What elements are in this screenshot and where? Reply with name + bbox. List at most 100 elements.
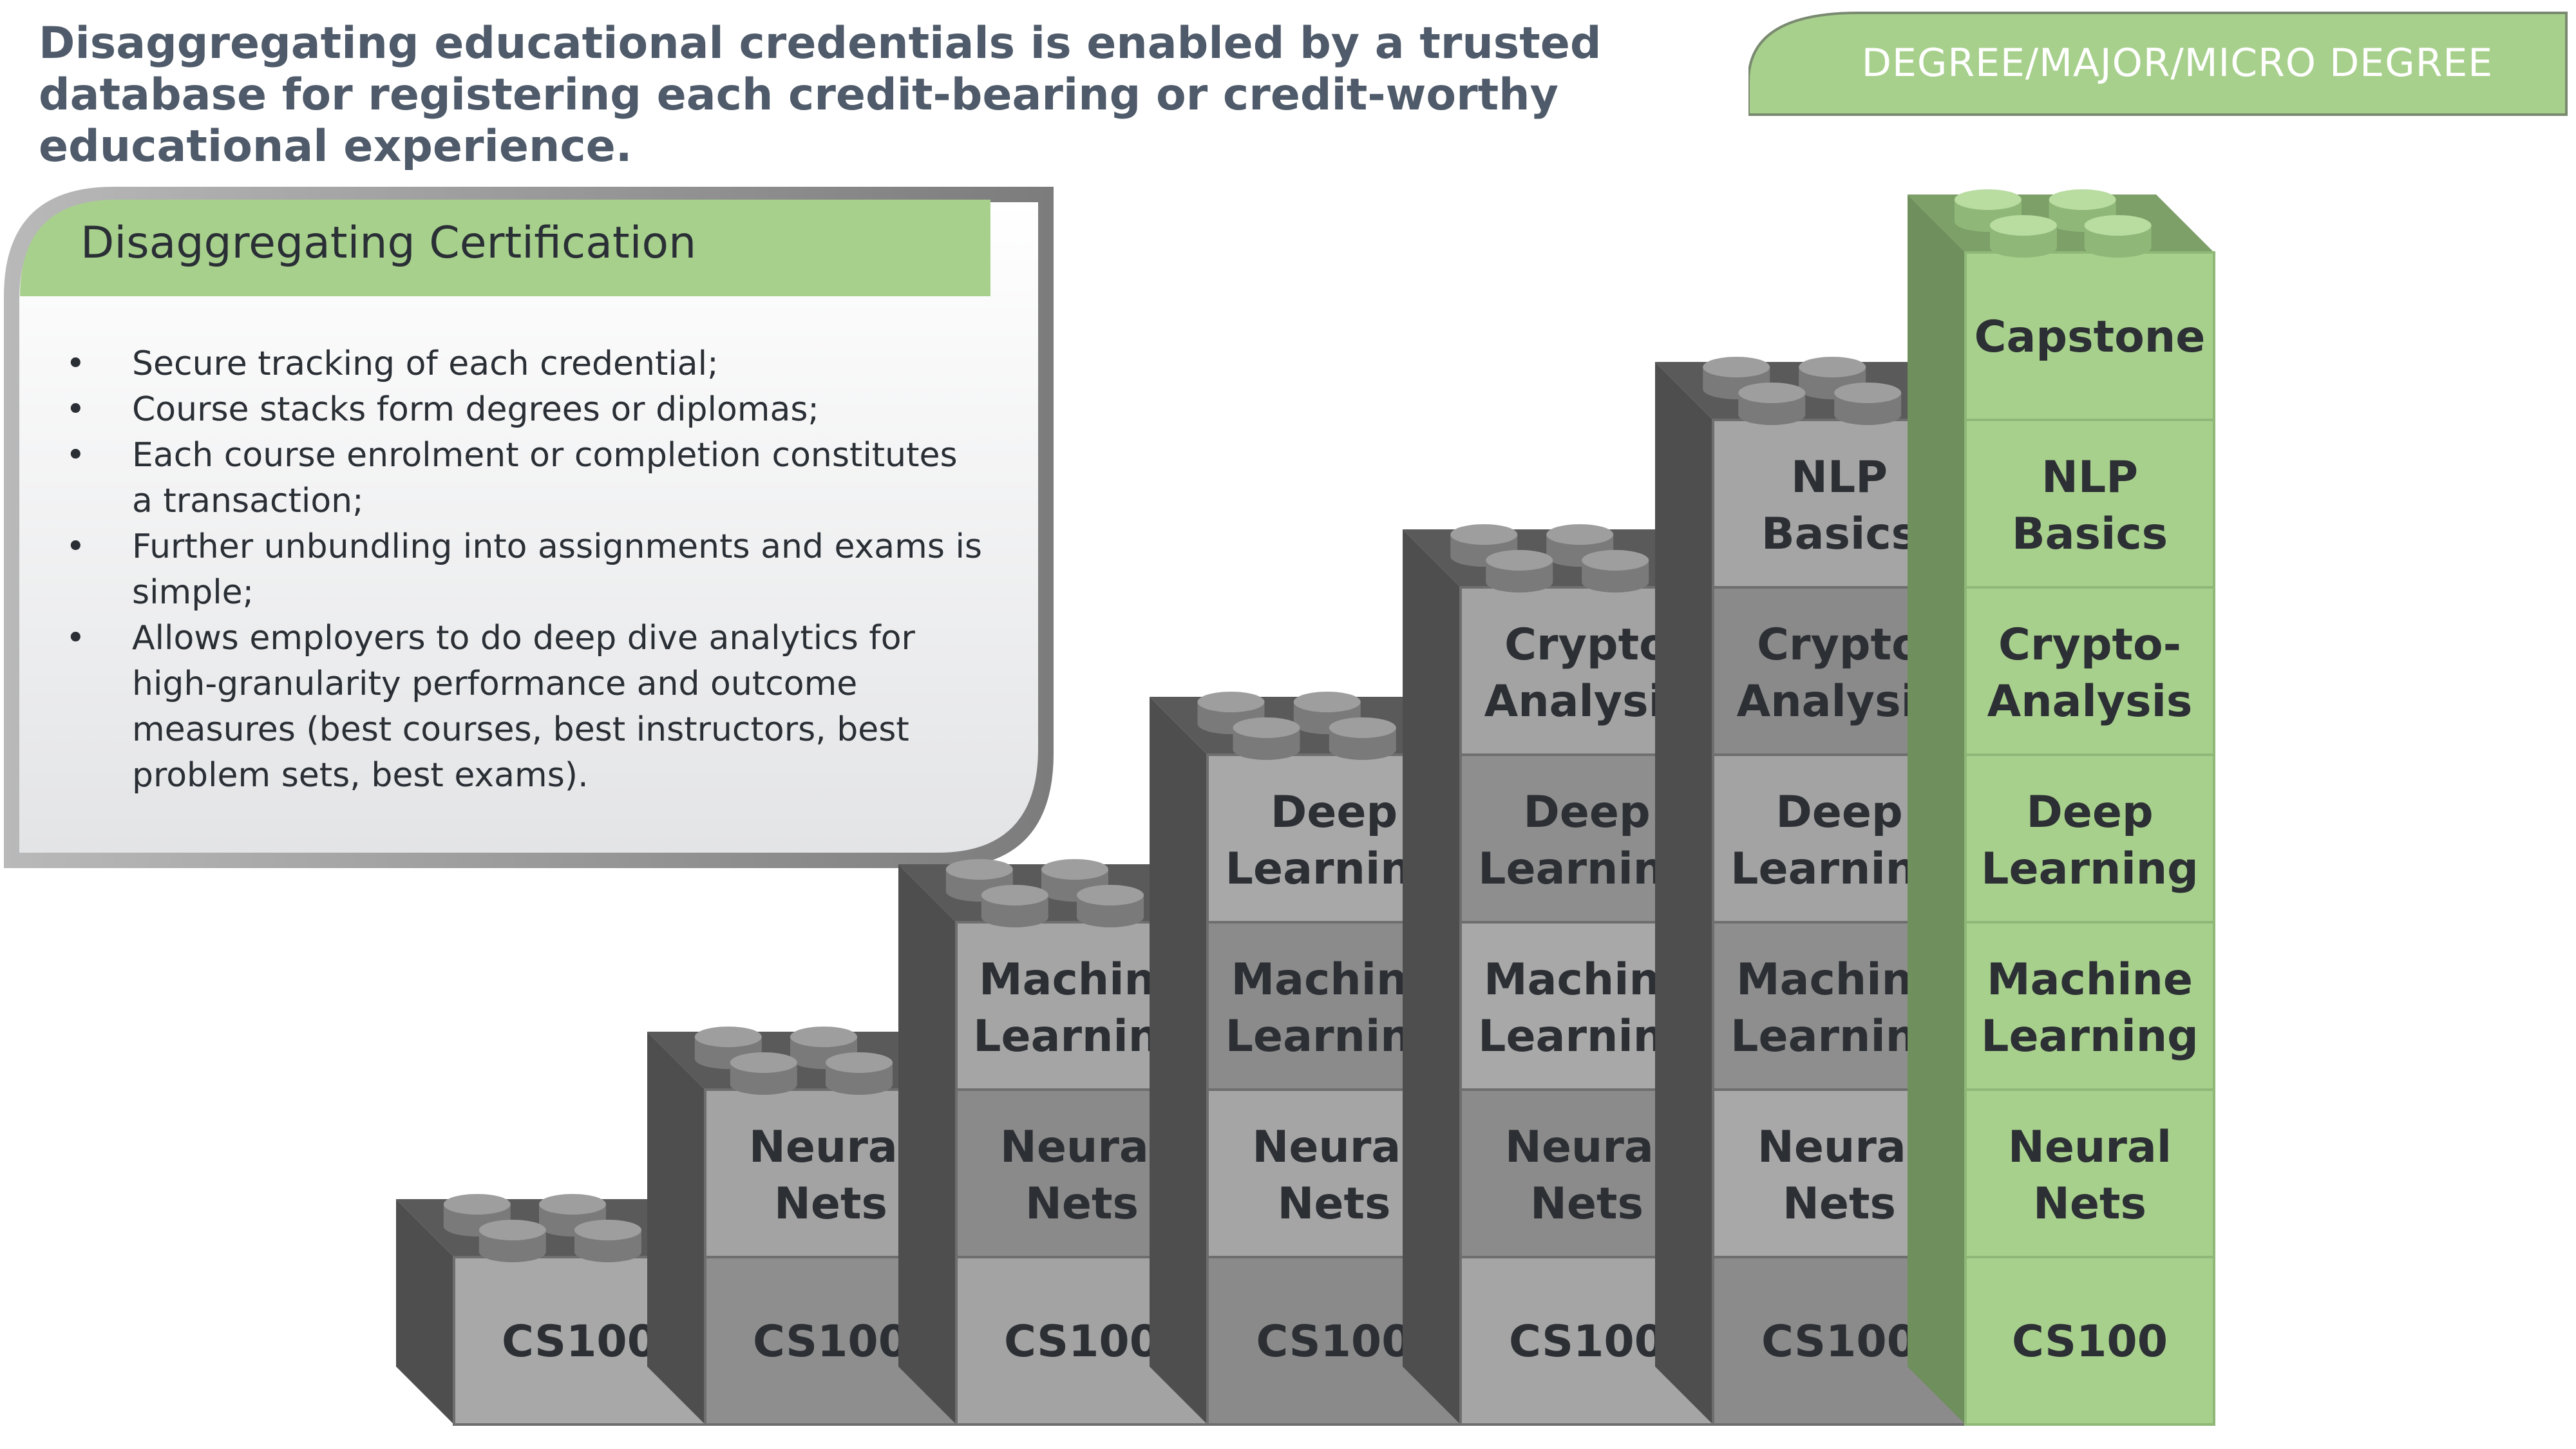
- bullet-dot-icon: •: [66, 436, 86, 475]
- label-line: Nets: [1025, 1179, 1139, 1229]
- label-line: Deep: [1776, 787, 1902, 838]
- bullet-item: • Course stacks form degrees or diplomas;: [58, 387, 985, 433]
- bullet-dot-icon: •: [66, 619, 86, 658]
- course-block: [1964, 419, 2215, 589]
- course-block-label: Capstone: [1975, 312, 2206, 363]
- label-line: NLP: [2041, 452, 2138, 503]
- bullet-dot-icon: •: [66, 345, 86, 383]
- stack-side-face: [1908, 194, 1965, 1425]
- brick-stud: [1989, 215, 2057, 258]
- label-line: Neural: [749, 1122, 913, 1173]
- course-block-label: CS100: [502, 1316, 658, 1367]
- bullet-dot-icon: •: [66, 390, 86, 429]
- brick-stud: [826, 1052, 893, 1095]
- brick-stud: [1233, 717, 1300, 760]
- course-block: [1964, 586, 2215, 756]
- label-line: Basics: [2012, 509, 2168, 560]
- label-line: Deep: [2026, 787, 2153, 838]
- course-block-label: CS100: [2012, 1316, 2168, 1367]
- panel-title: Disaggregating Certification: [80, 218, 697, 269]
- bullet-item: • Each course enrolment or completion con…: [58, 433, 985, 524]
- label-line: Analysis: [1987, 676, 2193, 727]
- stack-side-face: [1403, 529, 1461, 1425]
- label-line: Neural: [2008, 1122, 2172, 1173]
- badge-label: DEGREE/MAJOR/MICRO DEGREE: [1861, 41, 2494, 86]
- label-line: Learning: [1981, 844, 2199, 895]
- label-line: Learning: [1981, 1011, 2199, 1062]
- label-line: Neural: [1252, 1122, 1416, 1173]
- brick-stud: [981, 885, 1048, 927]
- label-line: Deep: [1271, 787, 1397, 838]
- brick-stud: [1077, 885, 1144, 927]
- brick-stud: [1486, 550, 1553, 592]
- bullet-text: Secure tracking of each credential;: [132, 345, 719, 383]
- course-block-label: CS100: [1256, 1316, 1412, 1367]
- course-block-label: NLP Basics: [1761, 452, 1917, 560]
- brick-stud: [1582, 550, 1649, 592]
- course-block-label: NLP Basics: [2012, 452, 2168, 560]
- label-line: Crypto: [1757, 620, 1922, 670]
- bullet-list: • Secure tracking of each credential; • Co…: [58, 341, 985, 799]
- brick-stud: [478, 1220, 546, 1262]
- degree-badge: DEGREE/MAJOR/MICRO DEGREE: [1748, 10, 2568, 116]
- label-line: Crypto-: [1998, 620, 2181, 670]
- brick-stud: [1738, 383, 1806, 425]
- stack-side-face: [1150, 697, 1208, 1425]
- bullet-item: • Allows employers to do deep dive analyt…: [58, 616, 985, 799]
- bullet-text: Each course enrolment or completion cons…: [132, 436, 958, 520]
- label-line: Nets: [774, 1179, 887, 1229]
- badge-shape: [1748, 12, 2568, 116]
- bullet-text: Further unbundling into assignments and …: [132, 527, 982, 612]
- info-panel: [4, 187, 1054, 869]
- label-line: Nets: [1277, 1179, 1390, 1229]
- label-line: Neural: [1000, 1122, 1164, 1173]
- bullet-text: Allows employers to do deep dive analyti…: [132, 619, 915, 795]
- page-heading: Disaggregating educational credentials i…: [39, 18, 1602, 172]
- brick-stud: [574, 1220, 641, 1262]
- label-line: Nets: [2033, 1179, 2146, 1229]
- course-block-label: CS100: [1509, 1316, 1665, 1367]
- course-block: [1964, 753, 2215, 923]
- label-line: Nets: [1783, 1179, 1896, 1229]
- stack-side-face: [1655, 362, 1713, 1425]
- stack-side-face: [898, 864, 956, 1425]
- label-line: Deep: [1523, 787, 1650, 838]
- brick-stud: [1834, 383, 1902, 425]
- label-line: Nets: [1530, 1179, 1643, 1229]
- bullet-text: Course stacks form degrees or diplomas;: [132, 390, 819, 429]
- label-line: Basics: [1761, 509, 1917, 560]
- course-block-label: CS100: [753, 1316, 909, 1367]
- course-block-label: CS100: [1761, 1316, 1917, 1367]
- brick-stud: [2084, 215, 2152, 258]
- course-block-label: Crypto- Analysis: [1987, 620, 2193, 727]
- panel-frame: [4, 187, 1054, 868]
- stack-side-face: [396, 1199, 454, 1425]
- label-line: Neural: [1757, 1122, 1921, 1173]
- bullet-dot-icon: •: [66, 527, 86, 566]
- brick-stud: [1329, 717, 1396, 760]
- label-line: NLP: [1791, 452, 1888, 503]
- course-block-label: CS100: [1004, 1316, 1160, 1367]
- label-line: Neural: [1505, 1122, 1669, 1173]
- course-block: [1964, 921, 2215, 1091]
- brick-stud: [1546, 524, 1614, 567]
- label-line: Machine: [1987, 954, 2193, 1005]
- course-block: [1964, 251, 2215, 421]
- bullet-item: • Secure tracking of each credential;: [58, 341, 985, 387]
- course-block: [1964, 1088, 2215, 1258]
- label-line: Crypto: [1504, 620, 1669, 670]
- bullet-item: • Further unbundling into assignments and…: [58, 524, 985, 616]
- stack-side-face: [647, 1032, 705, 1425]
- brick-stud: [730, 1052, 797, 1095]
